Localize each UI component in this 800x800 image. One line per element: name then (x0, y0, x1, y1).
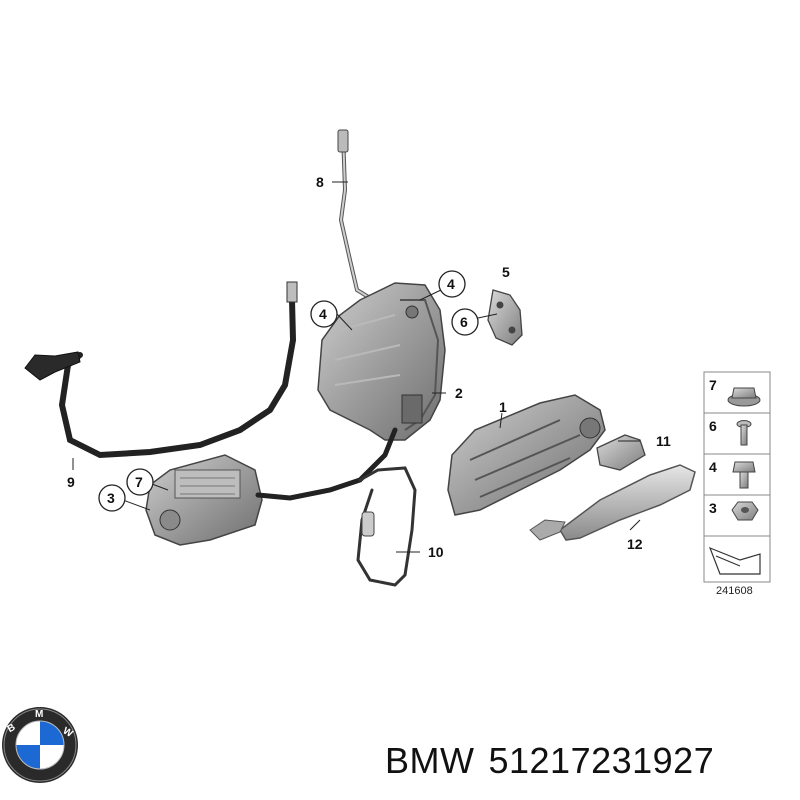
callout-4a: 4 (319, 306, 327, 322)
callout-4b: 4 (447, 276, 455, 292)
callout-11: 11 (656, 433, 671, 449)
callout-7-circle (126, 468, 154, 496)
arrow-icon (708, 546, 761, 575)
callout-4-circle-b (438, 270, 466, 298)
svg-text:M: M (35, 709, 43, 720)
callout-10: 10 (428, 544, 444, 560)
callout-12: 12 (627, 536, 643, 552)
part-2-door-lock (317, 282, 446, 441)
callout-6: 6 (460, 314, 468, 330)
legend-num-4: 4 (709, 459, 717, 475)
leader-lines (72, 181, 641, 553)
callout-3: 3 (107, 490, 115, 506)
part-3-actuator (145, 427, 398, 546)
caption-part-number: 51217231927 (488, 740, 715, 781)
callout-7: 7 (135, 474, 143, 490)
bolt-hex-icon (732, 461, 756, 489)
diagram-id: 241608 (716, 585, 753, 597)
callout-5: 5 (502, 264, 510, 280)
part-10-bowden-cable (356, 466, 417, 587)
caption-brand: BMW (385, 740, 475, 781)
part-8-rod (337, 129, 372, 300)
legend-num-6: 6 (709, 418, 717, 434)
callout-9: 9 (67, 474, 75, 490)
legend-num-7: 7 (709, 377, 717, 393)
hex-nut-icon (731, 501, 759, 521)
part-1-handle-carrier (447, 394, 606, 516)
svg-text:B: B (6, 722, 18, 735)
part-5-bracket (487, 289, 523, 346)
callout-1: 1 (499, 399, 507, 415)
callouts: 8 4 4 5 6 2 1 11 12 10 9 3 7 (67, 174, 671, 560)
bmw-logo: B M W (2, 707, 78, 783)
callout-2: 2 (455, 385, 463, 401)
nut-flange-icon (727, 387, 761, 407)
part-9-cable (24, 281, 298, 459)
caption: BMW 51217231927 (385, 740, 728, 782)
fastener-legend: 7 6 4 3 (703, 371, 771, 583)
bolt-torx-icon (736, 420, 752, 446)
legend-num-3: 3 (709, 500, 717, 516)
callout-3-circle (98, 484, 126, 512)
part-12-outer-handle (529, 464, 696, 541)
callout-8: 8 (316, 174, 324, 190)
part-11-cover (596, 434, 646, 471)
callout-4-circle-a (310, 300, 338, 328)
callout-6-circle (451, 308, 479, 336)
